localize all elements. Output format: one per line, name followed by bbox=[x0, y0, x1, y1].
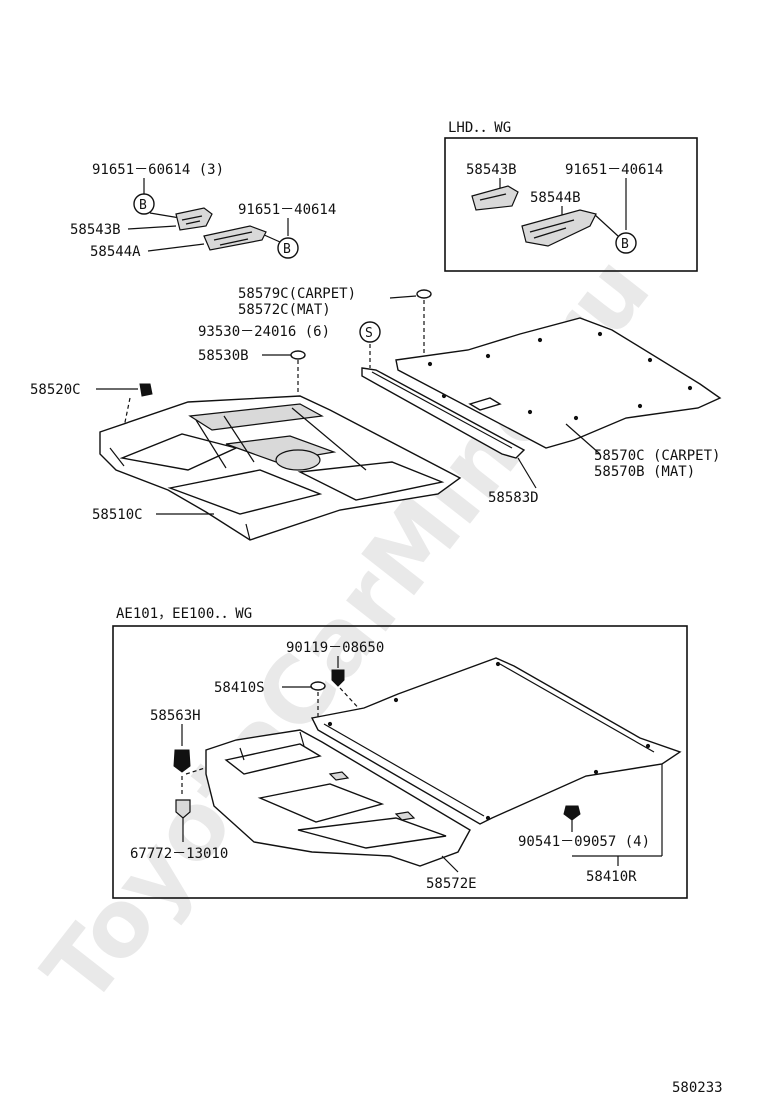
label-58583d[interactable]: 58583D bbox=[488, 490, 539, 506]
callout-b-letter-2: B bbox=[283, 242, 291, 257]
label-58570b[interactable]: 58570B (MAT) bbox=[594, 464, 695, 480]
label-58563h[interactable]: 58563H bbox=[150, 708, 201, 724]
label-58570c[interactable]: 58570C (CARPET) bbox=[594, 448, 720, 464]
spare-tire-well bbox=[275, 449, 321, 471]
label-58510c[interactable]: 58510C bbox=[92, 507, 143, 523]
label-91651-40614-left[interactable]: 91651－40614 bbox=[238, 202, 336, 218]
label-58543b-box[interactable]: 58543B bbox=[466, 162, 517, 178]
label-box-ae-ee-wg: AE101，EE100．．WG bbox=[116, 606, 252, 622]
diagram-id: 580233 bbox=[672, 1080, 723, 1096]
label-58410r[interactable]: 58410R bbox=[586, 869, 637, 885]
bracket-58543b-box bbox=[471, 185, 519, 211]
clip-58563h bbox=[173, 749, 191, 773]
callout-b-letter-3: B bbox=[621, 237, 629, 252]
rear-floor-carpet-58570c bbox=[395, 317, 722, 449]
label-box-lhd-wg: LHD．．WG bbox=[448, 120, 511, 136]
label-67772-13010[interactable]: 67772－13010 bbox=[130, 846, 228, 862]
carpet-fastener-dots bbox=[427, 331, 693, 421]
label-58572c[interactable]: 58572C(MAT) bbox=[238, 302, 331, 318]
callout-b-letter: B bbox=[139, 198, 147, 213]
sill-plate-58583d bbox=[361, 367, 526, 459]
clip-58520c bbox=[139, 383, 153, 397]
label-90541-09057[interactable]: 90541－09057 (4) bbox=[518, 834, 650, 850]
callout-s-circle bbox=[359, 321, 381, 343]
nut-90541 bbox=[563, 805, 581, 821]
bracket-58544a bbox=[203, 225, 267, 251]
label-58572e[interactable]: 58572E bbox=[426, 876, 477, 892]
label-90119-08650[interactable]: 90119－08650 bbox=[286, 640, 384, 656]
clip-67772 bbox=[175, 799, 191, 819]
label-58544a[interactable]: 58544A bbox=[90, 244, 141, 260]
callout-s-letter: S bbox=[365, 326, 373, 341]
label-58544b[interactable]: 58544B bbox=[530, 190, 581, 206]
clip-58530b bbox=[290, 350, 306, 360]
label-58579c[interactable]: 58579C(CARPET) bbox=[238, 286, 356, 302]
box-lhd-wg: LHD．．WG 58543B 91651－40614 B 58544B bbox=[444, 120, 698, 272]
bracket-58543b bbox=[175, 207, 213, 231]
label-58520c[interactable]: 58520C bbox=[30, 382, 81, 398]
label-91651-60614[interactable]: 91651－60614 (3) bbox=[92, 162, 224, 178]
callout-b-circle bbox=[133, 193, 155, 215]
bracket-group-top-left: 91651－60614 (3) B 58543B 91651－40614 B 5… bbox=[70, 162, 336, 260]
front-floor-carpet-58510c bbox=[99, 395, 462, 541]
label-58530b[interactable]: 58530B bbox=[198, 348, 249, 364]
label-58410s[interactable]: 58410S bbox=[214, 680, 265, 696]
clip-58579c bbox=[416, 289, 432, 299]
upper-floor-carpet-group: 58579C(CARPET) 58572C(MAT) 93530－24016 (… bbox=[30, 286, 722, 541]
box-ae101-ee100-wg: AE101，EE100．．WG 90119－08650 58410S 58563… bbox=[112, 606, 688, 899]
label-91651-40614-box[interactable]: 91651－40614 bbox=[565, 162, 663, 178]
bolt-90119 bbox=[331, 669, 345, 687]
label-93530-24016[interactable]: 93530－24016 (6) bbox=[198, 324, 330, 340]
bracket-58544b bbox=[521, 209, 597, 247]
callout-b-circle-2 bbox=[277, 237, 299, 259]
board-fastener-dots bbox=[327, 661, 651, 821]
clip-58410s bbox=[310, 681, 326, 691]
callout-b-circle-3 bbox=[615, 232, 637, 254]
deck-board-58410r bbox=[310, 657, 682, 825]
label-58543b[interactable]: 58543B bbox=[70, 222, 121, 238]
